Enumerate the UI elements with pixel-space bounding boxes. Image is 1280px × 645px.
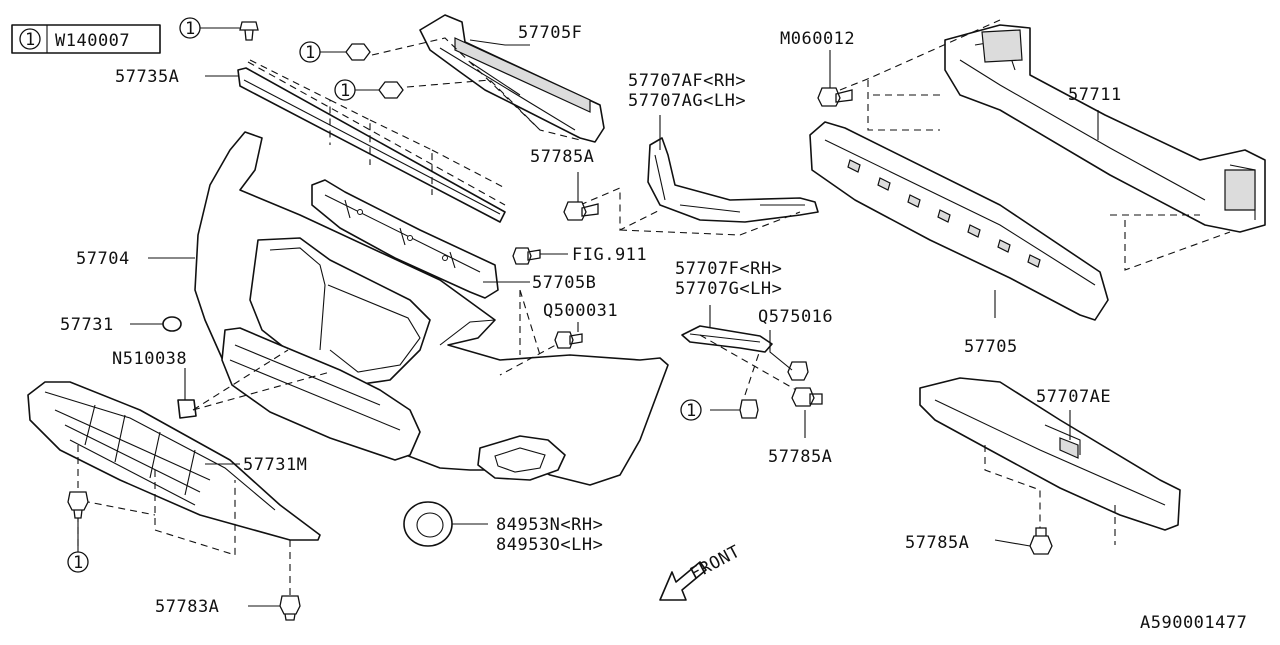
svg-text:1: 1 bbox=[340, 81, 351, 101]
legend-code: W140007 bbox=[55, 31, 130, 51]
part-57707f-bracket bbox=[681, 325, 773, 353]
svg-text:1: 1 bbox=[686, 401, 697, 421]
label-57785a-middle: 57785A bbox=[768, 447, 832, 467]
part-57707ae-absorber bbox=[919, 377, 1181, 531]
label-57785a-upper: 57785A bbox=[530, 147, 594, 167]
label-q500031: Q500031 bbox=[543, 301, 618, 321]
label-57735a: 57735A bbox=[115, 67, 179, 87]
part-57735a-rail bbox=[237, 67, 506, 223]
assembly-guides bbox=[77, 19, 1231, 595]
part-57705-absorber bbox=[809, 121, 1109, 321]
callout-1c: 1 bbox=[334, 79, 356, 101]
part-57705b-support bbox=[311, 179, 499, 299]
label-57707af: 57707AF<RH> bbox=[628, 71, 746, 91]
label-m060012: M060012 bbox=[780, 29, 855, 49]
label-57704: 57704 bbox=[76, 249, 130, 269]
label-fig911: FIG.911 bbox=[572, 245, 647, 265]
part-57704-bumper-cover bbox=[194, 131, 669, 486]
front-direction-arrow: FRONT bbox=[659, 542, 744, 601]
label-57707f: 57707F<RH> bbox=[675, 259, 782, 279]
label-57705f: 57705F bbox=[518, 23, 582, 43]
leader-lines bbox=[77, 27, 1099, 607]
svg-text:1: 1 bbox=[73, 553, 84, 573]
legend-symbol: 1 bbox=[25, 30, 36, 50]
svg-text:1: 1 bbox=[185, 19, 196, 39]
part-57731-clip bbox=[162, 316, 182, 332]
part-57731m-grille bbox=[27, 381, 321, 541]
fastener-clips bbox=[67, 21, 1053, 621]
part-57707af-bracket bbox=[647, 137, 819, 223]
diagram-id: A590001477 bbox=[1140, 613, 1247, 633]
callout-1a: 1 bbox=[179, 17, 201, 39]
callout-1b: 1 bbox=[299, 41, 321, 63]
label-57707g: 57707G<LH> bbox=[675, 279, 782, 299]
label-84953o: 84953O<LH> bbox=[496, 535, 603, 555]
label-57705b: 57705B bbox=[532, 273, 596, 293]
part-n510038-clip bbox=[177, 399, 197, 419]
front-label: FRONT bbox=[687, 542, 744, 585]
label-n510038: N510038 bbox=[112, 349, 187, 369]
part-57705f-bracket bbox=[419, 14, 605, 143]
label-57785a-lower: 57785A bbox=[905, 533, 969, 553]
legend-box: 1 W140007 bbox=[11, 24, 161, 54]
label-q575016: Q575016 bbox=[758, 307, 833, 327]
svg-text:1: 1 bbox=[305, 43, 316, 63]
callout-1d: 1 bbox=[680, 399, 702, 421]
label-57731: 57731 bbox=[60, 315, 114, 335]
label-57731m: 57731M bbox=[243, 455, 307, 475]
callout-1e: 1 bbox=[67, 551, 89, 573]
label-57711: 57711 bbox=[1068, 85, 1122, 105]
label-57705: 57705 bbox=[964, 337, 1018, 357]
part-labels: 57705F 57735A 57707AF<RH> 57707AG<LH> M0… bbox=[60, 23, 1122, 617]
label-84953n: 84953N<RH> bbox=[496, 515, 603, 535]
part-84953-bezel bbox=[403, 501, 453, 547]
label-57707ag: 57707AG<LH> bbox=[628, 91, 746, 111]
label-57707ae: 57707AE bbox=[1036, 387, 1111, 407]
label-57783a: 57783A bbox=[155, 597, 219, 617]
part-57711-reinforcement bbox=[944, 24, 1266, 233]
